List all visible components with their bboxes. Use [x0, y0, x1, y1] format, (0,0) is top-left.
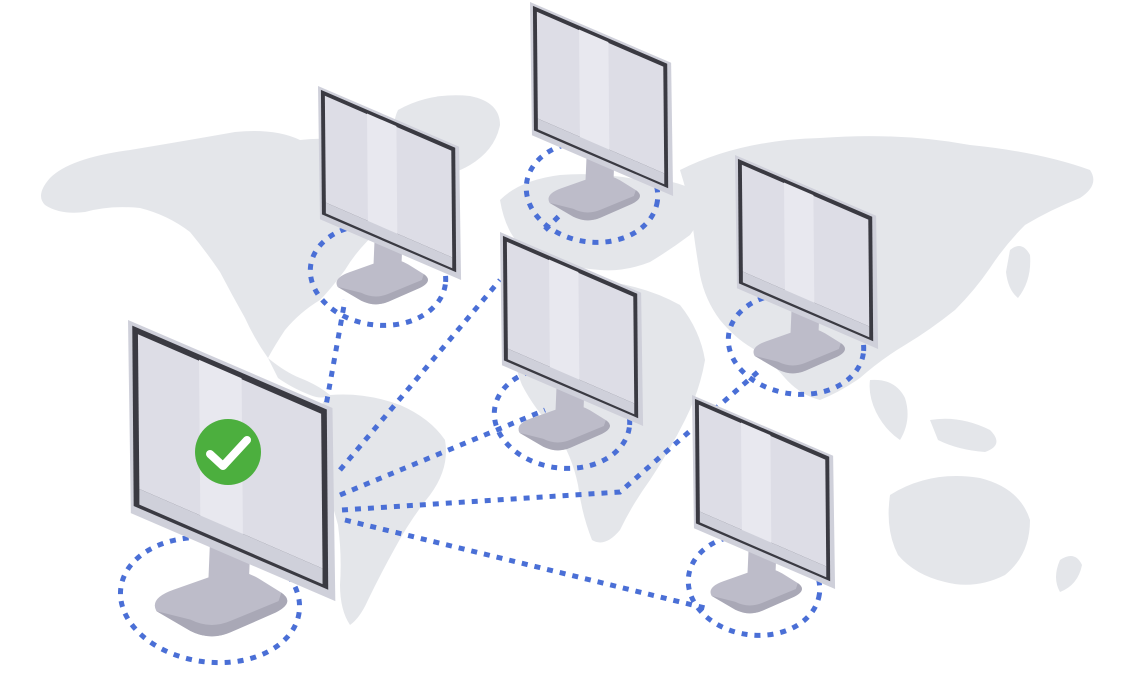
link-oceania — [344, 517, 706, 611]
connections — [117, 139, 867, 666]
link-north-america — [319, 299, 348, 429]
link-asia — [341, 368, 762, 513]
monitor-oceania — [692, 395, 836, 614]
link-africa — [339, 407, 546, 498]
central-america-shape — [268, 358, 330, 398]
north-america-shape — [41, 131, 403, 358]
link-europe-africa — [543, 213, 562, 232]
new-zealand-shape — [1056, 556, 1082, 592]
check-mark — [206, 436, 251, 470]
monitor-africa-ring — [491, 365, 633, 471]
japan-shape — [1006, 246, 1031, 298]
monitor-north-america-ring — [307, 222, 449, 328]
link-europe — [338, 278, 502, 472]
islands-shape — [930, 418, 997, 452]
monitor-asia-ring — [725, 291, 867, 397]
south-asia-shape — [869, 379, 908, 440]
check-badge-circle — [195, 419, 261, 485]
australia-shape — [888, 476, 1030, 585]
south-america-shape — [315, 394, 446, 625]
monitor-main-ring — [117, 534, 303, 666]
check-circle-icon — [195, 419, 261, 485]
